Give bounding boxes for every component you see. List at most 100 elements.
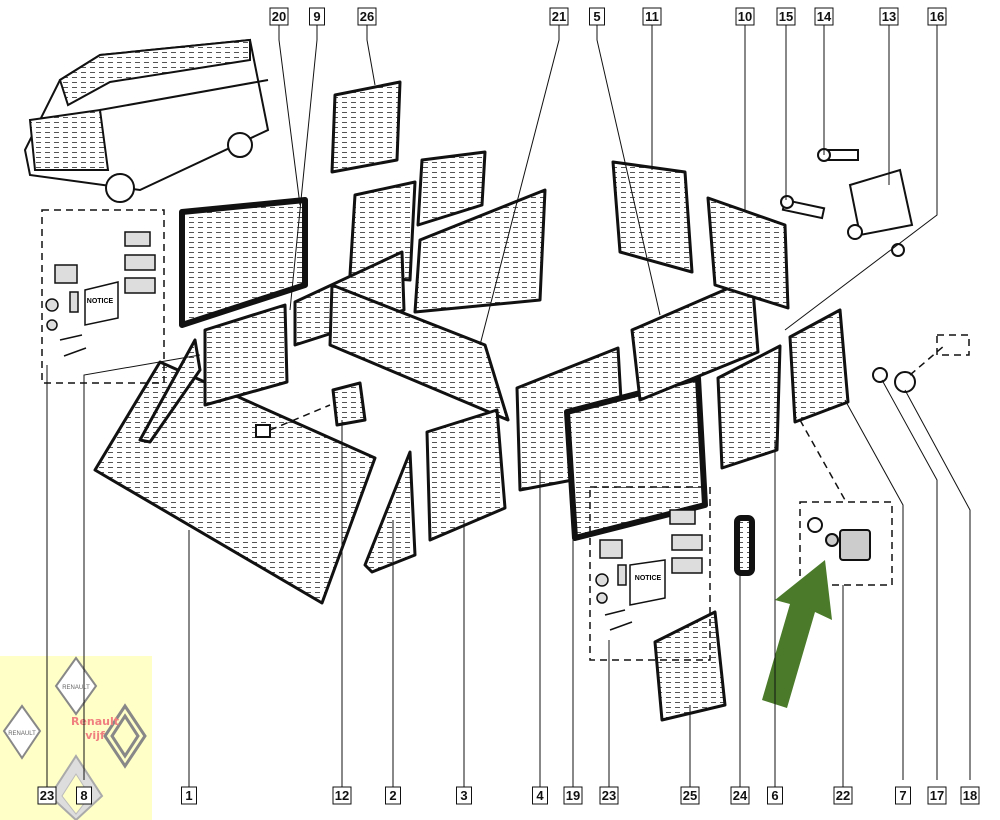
svg-text:15: 15 — [779, 9, 793, 24]
glass-part-11[interactable] — [611, 160, 694, 274]
booklet-label-left: NOTICE — [87, 298, 114, 305]
callout-5[interactable]: 5 — [589, 7, 605, 26]
fittings-kit-left — [45, 231, 156, 357]
callout-16[interactable]: 16 — [927, 7, 947, 26]
svg-text:16: 16 — [930, 9, 944, 24]
glass-part-6[interactable] — [716, 344, 782, 470]
latch-kit-box — [799, 501, 893, 586]
connector-12 — [269, 404, 331, 431]
callout-8[interactable]: 8 — [76, 786, 92, 805]
latch-kit-part-22[interactable] — [807, 517, 871, 561]
svg-text:5: 5 — [593, 9, 600, 24]
callout-6[interactable]: 6 — [767, 786, 783, 805]
callout-17[interactable]: 17 — [927, 786, 947, 805]
watermark-line2: vijf — [85, 729, 105, 742]
watermark-text: Renault vijf — [60, 715, 130, 743]
hinge-part-13[interactable] — [847, 168, 914, 257]
glass-part-9[interactable] — [203, 303, 289, 407]
svg-text:8: 8 — [80, 788, 87, 803]
quarter-glass-left[interactable] — [138, 338, 202, 444]
callout-25[interactable]: 25 — [680, 786, 700, 805]
svg-text:7: 7 — [899, 788, 906, 803]
callout-23[interactable]: 23 — [37, 786, 57, 805]
callout-15[interactable]: 15 — [776, 7, 796, 26]
sliding-window-frame-part-20[interactable] — [179, 197, 308, 328]
leader-line-16 — [784, 25, 938, 331]
glass-part-26[interactable] — [330, 80, 402, 174]
callout-12[interactable]: 12 — [332, 786, 352, 805]
callout-11[interactable]: 11 — [642, 7, 662, 26]
callout-7[interactable]: 7 — [895, 786, 911, 805]
leader-line-18 — [904, 389, 971, 780]
booklet-label-right: NOTICE — [635, 575, 662, 582]
svg-text:1: 1 — [185, 788, 192, 803]
cap-part-18[interactable] — [894, 371, 916, 393]
handle-part-24[interactable] — [734, 515, 755, 576]
svg-text:18: 18 — [963, 788, 977, 803]
svg-text:2: 2 — [389, 788, 396, 803]
svg-text:23: 23 — [602, 788, 616, 803]
callout-21[interactable]: 21 — [549, 7, 569, 26]
callout-10[interactable]: 10 — [735, 7, 755, 26]
callout-24[interactable]: 24 — [730, 786, 750, 805]
svg-text:9: 9 — [313, 9, 320, 24]
svg-text:RENAULT: RENAULT — [62, 685, 90, 691]
callout-26[interactable]: 26 — [357, 7, 377, 26]
glass-part-5[interactable] — [630, 276, 760, 402]
bolt-part-15[interactable] — [780, 195, 826, 220]
small-glass-part-12[interactable] — [331, 381, 367, 427]
callout-23[interactable]: 23 — [599, 786, 619, 805]
callout-9[interactable]: 9 — [309, 7, 325, 26]
leader-line-7 — [844, 399, 904, 780]
renault-diamond-logo-left: RENAULT — [2, 704, 42, 760]
glass-part-2[interactable] — [363, 450, 417, 574]
van-illustration — [23, 38, 270, 203]
svg-text:21: 21 — [552, 9, 566, 24]
glass-part-3[interactable] — [425, 408, 507, 542]
svg-text:6: 6 — [771, 788, 778, 803]
green-arrow-indicator — [762, 560, 832, 708]
svg-text:24: 24 — [733, 788, 748, 803]
svg-text:11: 11 — [645, 9, 659, 24]
callout-20[interactable]: 20 — [269, 7, 289, 26]
connector-22 — [799, 419, 846, 501]
svg-text:13: 13 — [882, 9, 896, 24]
leader-line-17 — [881, 379, 938, 780]
callout-19[interactable]: 19 — [563, 786, 583, 805]
callout-3[interactable]: 3 — [456, 786, 472, 805]
fittings-kit-box-left — [41, 209, 165, 384]
glass-upper-b[interactable] — [416, 150, 487, 227]
leader-line-21 — [479, 25, 560, 346]
svg-text:3: 3 — [460, 788, 467, 803]
svg-text:22: 22 — [836, 788, 850, 803]
callout-18[interactable]: 18 — [960, 786, 980, 805]
svg-text:12: 12 — [335, 788, 349, 803]
watermark-line1: Renault — [70, 715, 120, 728]
callout-2[interactable]: 2 — [385, 786, 401, 805]
svg-text:19: 19 — [566, 788, 580, 803]
glass-part-7[interactable] — [788, 308, 850, 424]
callout-14[interactable]: 14 — [814, 7, 834, 26]
glass-part-10[interactable] — [706, 196, 790, 310]
fittings-kit-box-right — [589, 486, 711, 661]
svg-text:20: 20 — [272, 9, 286, 24]
callout-4[interactable]: 4 — [532, 786, 548, 805]
svg-text:25: 25 — [683, 788, 697, 803]
connector-18 — [909, 344, 946, 376]
leader-line-26 — [366, 25, 376, 86]
callout-22[interactable]: 22 — [833, 786, 853, 805]
fittings-kit-right — [595, 509, 703, 631]
svg-text:4: 4 — [536, 788, 544, 803]
leader-lines — [46, 25, 971, 788]
renault-diamond-logo-top: RENAULT — [54, 656, 98, 716]
glass-part-21[interactable] — [328, 283, 510, 422]
washer-part-17[interactable] — [872, 367, 888, 383]
clip-part-12[interactable] — [255, 424, 271, 438]
callout-1[interactable]: 1 — [181, 786, 197, 805]
glass-part-25[interactable] — [653, 610, 727, 722]
svg-text:23: 23 — [40, 788, 54, 803]
leader-line-8 — [83, 354, 201, 780]
callout-13[interactable]: 13 — [879, 7, 899, 26]
svg-text:10: 10 — [738, 9, 752, 24]
